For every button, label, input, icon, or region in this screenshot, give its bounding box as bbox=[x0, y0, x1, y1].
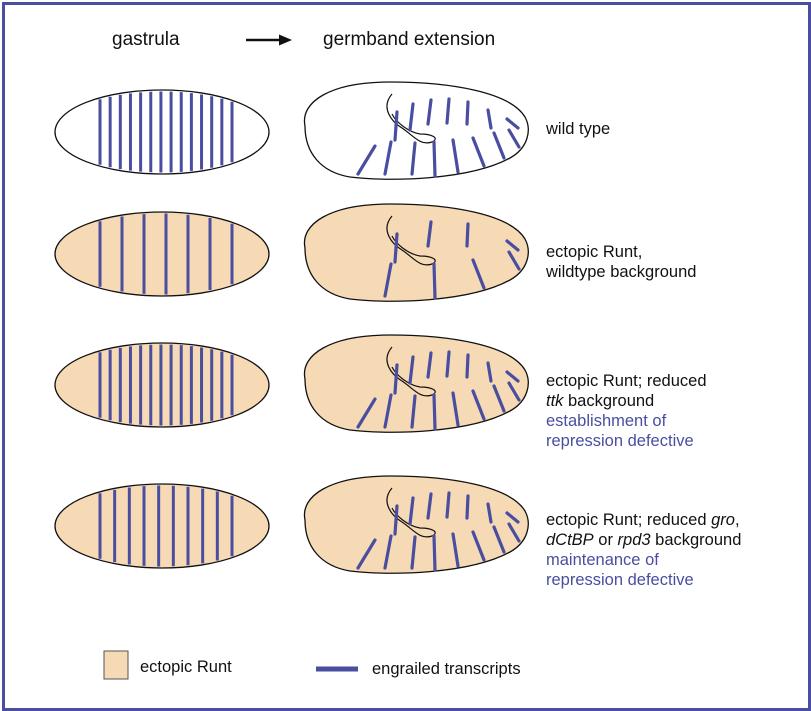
label-text: background bbox=[563, 392, 654, 410]
gene-ttk: ttk bbox=[546, 392, 563, 410]
legend-ectopic-label: ectopic Runt bbox=[140, 657, 232, 677]
label-text: background bbox=[651, 531, 742, 549]
stage-arrow bbox=[246, 35, 292, 46]
germband-embryo bbox=[304, 204, 528, 301]
note-establishment: establishment of bbox=[546, 411, 707, 431]
label-line: ttk background bbox=[546, 391, 707, 411]
germband-engrailed-stripe bbox=[395, 234, 397, 262]
gene-gro: gro bbox=[711, 511, 735, 529]
germband-engrailed-stripe bbox=[395, 506, 397, 534]
germband-embryo bbox=[304, 82, 528, 179]
legend-stripe-label: engrailed transcripts bbox=[372, 659, 521, 679]
germband-engrailed-stripe bbox=[434, 395, 435, 429]
germband-engrailed-stripe bbox=[434, 264, 435, 298]
germband-engrailed-stripe bbox=[447, 352, 449, 376]
gene-dctbp: dCtBP bbox=[546, 531, 594, 549]
note-repression-defective: repression defective bbox=[546, 431, 707, 451]
embryo-row-reduced-ttk bbox=[55, 335, 528, 432]
embryo-row-ectopic-runt-wildtype bbox=[55, 204, 528, 301]
germband-engrailed-stripe bbox=[434, 142, 435, 176]
germband-engrailed-stripe bbox=[467, 355, 468, 377]
germband-engrailed-stripe bbox=[434, 536, 435, 570]
gastrula-embryo bbox=[55, 212, 269, 296]
label-line: ectopic Runt; reduced gro, bbox=[546, 510, 741, 530]
germband-engrailed-stripe bbox=[467, 496, 468, 518]
label-line: wildtype background bbox=[546, 262, 696, 282]
gene-rpd3: rpd3 bbox=[618, 531, 651, 549]
embryo-row-reduced-gro bbox=[55, 476, 528, 573]
label-reduced-gro: ectopic Runt; reduced gro, dCtBP or rpd3… bbox=[546, 510, 741, 590]
germband-engrailed-stripe bbox=[467, 102, 468, 124]
label-ectopic-runt-wildtype: ectopic Runt, wildtype background bbox=[546, 242, 696, 282]
embryo-row-wild-type bbox=[55, 82, 528, 179]
label-reduced-ttk: ectopic Runt; reduced ttk background est… bbox=[546, 371, 707, 451]
germband-embryo bbox=[304, 476, 528, 573]
label-text: or bbox=[594, 531, 618, 549]
label-line: dCtBP or rpd3 background bbox=[546, 530, 741, 550]
germband-engrailed-stripe bbox=[467, 224, 468, 246]
germband-engrailed-stripe bbox=[447, 493, 449, 517]
note-repression-defective: repression defective bbox=[546, 570, 741, 590]
legend-ectopic-swatch bbox=[104, 651, 128, 679]
germband-embryo bbox=[304, 335, 528, 432]
label-wild-type: wild type bbox=[546, 119, 610, 139]
gastrula-embryo bbox=[55, 484, 269, 568]
note-maintenance: maintenance of bbox=[546, 550, 741, 570]
germband-engrailed-stripe bbox=[395, 365, 397, 393]
label-line: ectopic Runt, bbox=[546, 242, 696, 262]
germband-engrailed-stripe bbox=[447, 99, 449, 123]
label-text: ectopic Runt; reduced bbox=[546, 511, 711, 529]
label-text: , bbox=[735, 511, 740, 529]
label-line: ectopic Runt; reduced bbox=[546, 371, 707, 391]
germband-engrailed-stripe bbox=[395, 112, 397, 140]
